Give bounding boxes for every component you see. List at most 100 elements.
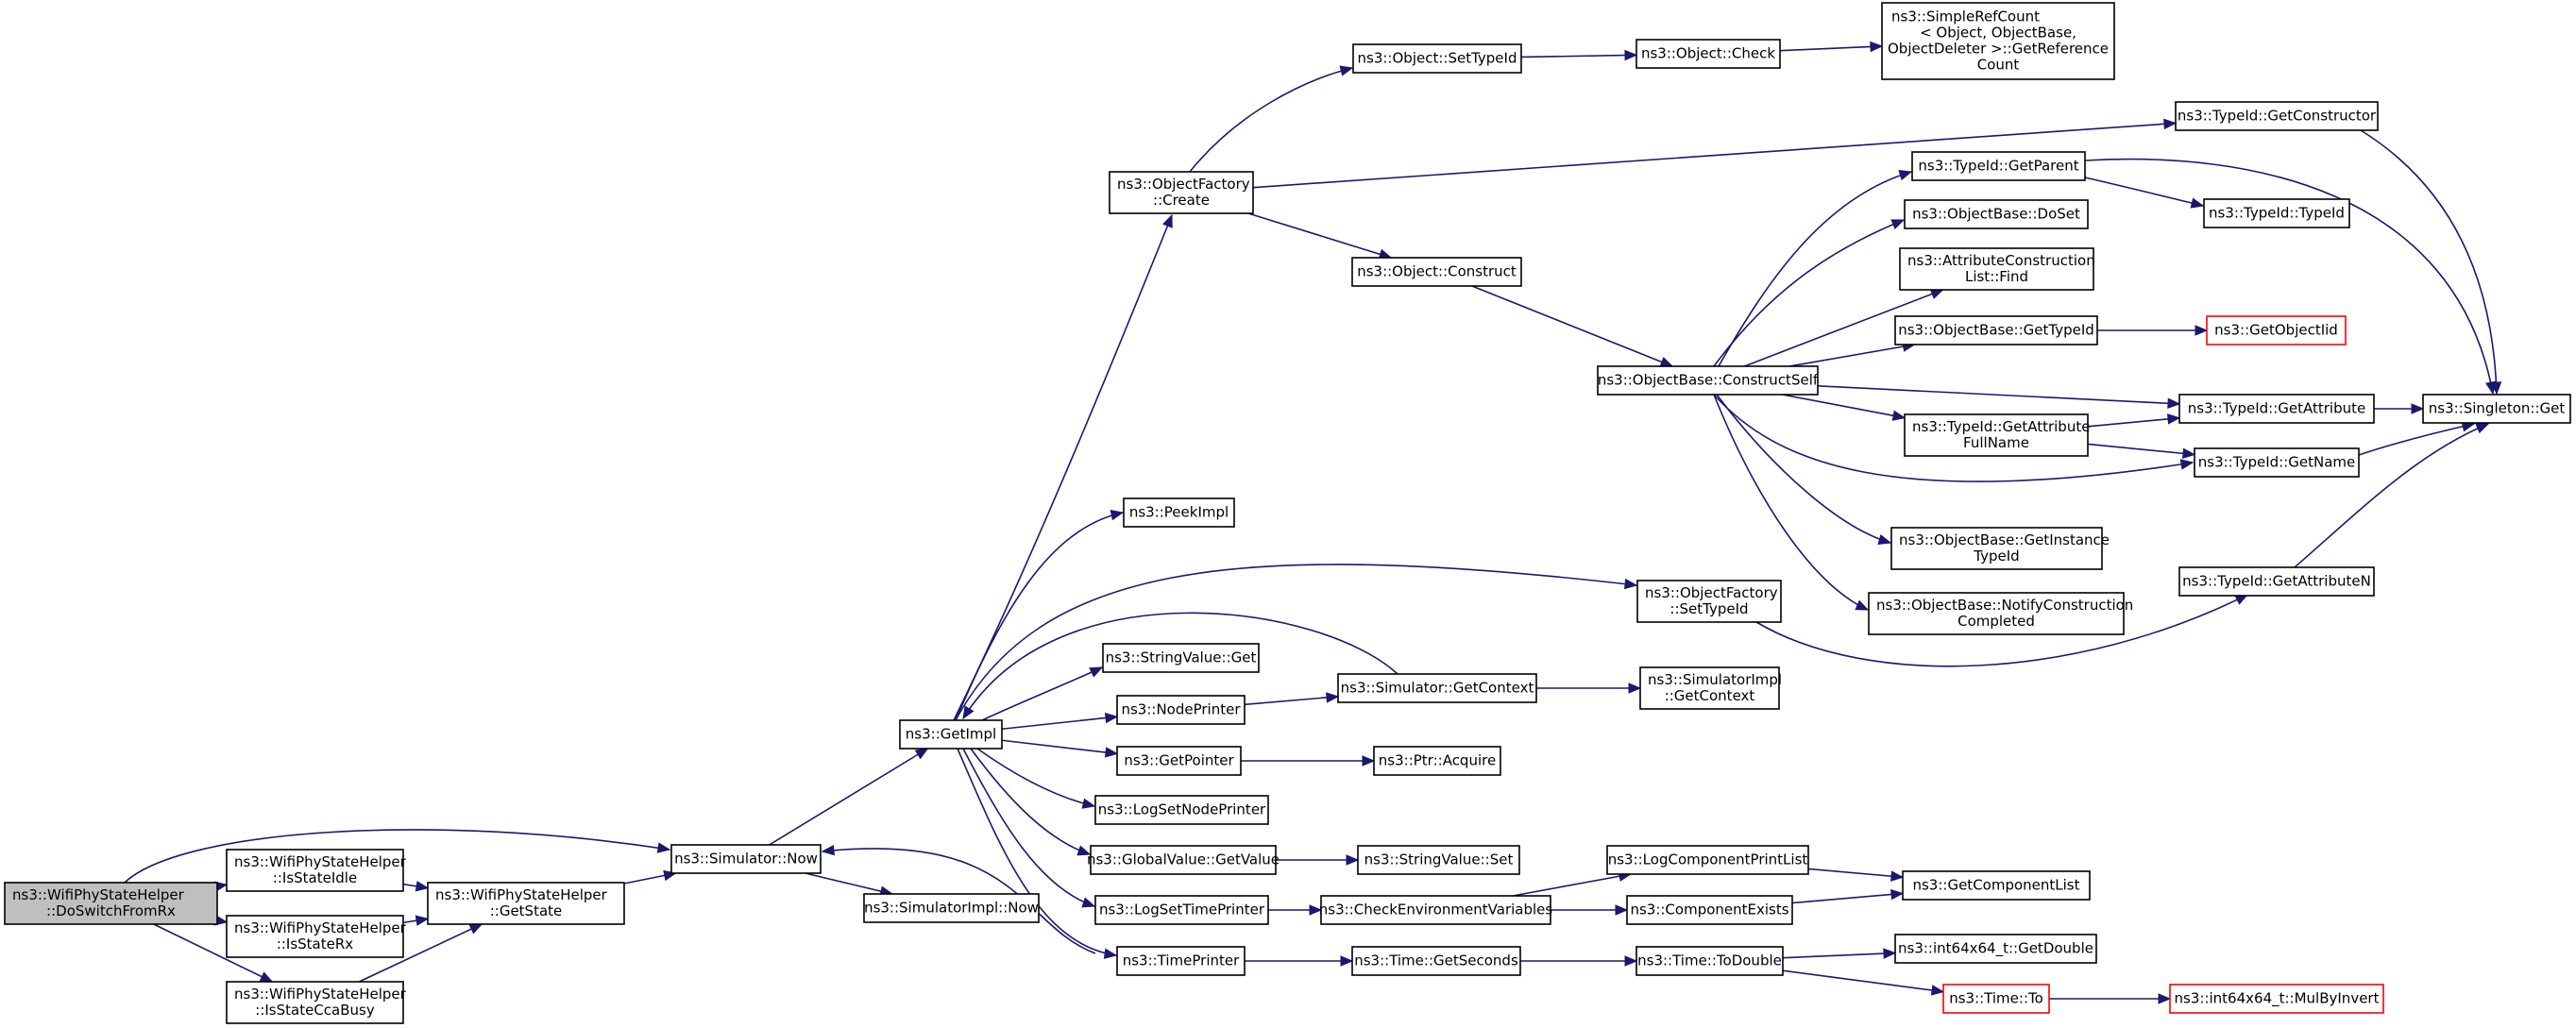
node-peekimpl[interactable]: ns3::PeekImpl: [1123, 497, 1235, 528]
node-logsetnode[interactable]: ns3::LogSetNodePrinter: [1094, 795, 1269, 825]
node-gvgetvalue[interactable]: ns3::GlobalValue::GetValue: [1087, 845, 1280, 875]
node-box[interactable]: [670, 844, 822, 874]
node-tidgetname[interactable]: ns3::TypeId::GetName: [2194, 447, 2360, 478]
node-tidgetattr[interactable]: ns3::TypeId::GetAttribute: [2178, 394, 2375, 424]
node-box[interactable]: [1351, 946, 1521, 976]
node-isstateidle[interactable]: ns3::WifiPhyStateHelper::IsStateIdle: [226, 849, 407, 892]
node-box[interactable]: [1894, 934, 2097, 964]
node-box[interactable]: [2194, 447, 2360, 478]
node-box[interactable]: [1942, 984, 2050, 1014]
node-simgetcontext[interactable]: ns3::Simulator::GetContext: [1337, 673, 1537, 703]
node-box[interactable]: [226, 915, 404, 958]
node-box[interactable]: [1094, 895, 1269, 925]
node-box[interactable]: [1116, 746, 1242, 776]
node-box[interactable]: [1881, 2, 2115, 80]
node-tidgetparent[interactable]: ns3::TypeId::GetParent: [1911, 151, 2086, 181]
node-box[interactable]: [1636, 580, 1782, 623]
node-getpointer[interactable]: ns3::GetPointer: [1116, 746, 1242, 776]
node-box[interactable]: [1894, 315, 2098, 345]
node-compexists[interactable]: ns3::ComponentExists: [1626, 895, 1793, 925]
node-box[interactable]: [1116, 695, 1246, 725]
node-box[interactable]: [2178, 566, 2375, 597]
node-doswitch[interactable]: ns3::WifiPhyStateHelper::DoSwitchFromRx: [4, 882, 218, 925]
node-strvalget[interactable]: ns3::StringValue::Get: [1102, 643, 1260, 673]
node-obconstructself[interactable]: ns3::ObjectBase::ConstructSelf: [1597, 365, 1819, 396]
node-box[interactable]: [1320, 895, 1551, 925]
node-box[interactable]: [1116, 946, 1246, 976]
node-refcount[interactable]: ns3::SimpleRefCount< Object, ObjectBase,…: [1881, 2, 2115, 80]
node-timetodouble[interactable]: ns3::Time::ToDouble: [1635, 946, 1784, 976]
node-box[interactable]: [1639, 666, 1780, 710]
node-box[interactable]: [1373, 746, 1501, 776]
node-box[interactable]: [2169, 984, 2384, 1014]
node-getcomplist[interactable]: ns3::GetComponentList: [1902, 870, 2091, 901]
node-box[interactable]: [1123, 497, 1235, 528]
node-objsettypeid[interactable]: ns3::Object::SetTypeId: [1352, 43, 1522, 74]
node-box[interactable]: [1352, 43, 1522, 74]
node-timegetseconds[interactable]: ns3::Time::GetSeconds: [1351, 946, 1521, 976]
node-box[interactable]: [1902, 870, 2091, 901]
node-box[interactable]: [1090, 845, 1277, 875]
node-simimplgetcontext[interactable]: ns3::SimulatorImpl::GetContext: [1639, 666, 1782, 710]
node-box[interactable]: [899, 719, 1003, 750]
node-box[interactable]: [427, 882, 625, 925]
node-objconstruct[interactable]: ns3::Object::Construct: [1351, 257, 1522, 287]
node-obgettypeid[interactable]: ns3::ObjectBase::GetTypeId: [1894, 315, 2098, 345]
node-tidgetattrn[interactable]: ns3::TypeId::GetAttributeN: [2178, 566, 2375, 597]
node-ptracquire[interactable]: ns3::Ptr::Acquire: [1373, 746, 1501, 776]
node-box[interactable]: [2206, 315, 2347, 345]
node-timeto[interactable]: ns3::Time::To: [1942, 984, 2050, 1014]
node-objcheck[interactable]: ns3::Object::Check: [1635, 39, 1781, 69]
node-tidtypeid[interactable]: ns3::TypeId::TypeId: [2203, 198, 2350, 228]
node-box[interactable]: [1904, 413, 2089, 457]
node-box[interactable]: [1357, 845, 1520, 875]
node-i64mulbyinvert[interactable]: ns3::int64x64_t::MulByInvert: [2169, 984, 2384, 1014]
node-box[interactable]: [1904, 199, 2089, 229]
node-box[interactable]: [226, 981, 404, 1024]
node-box[interactable]: [1597, 365, 1819, 396]
node-getstate[interactable]: ns3::WifiPhyStateHelper::GetState: [427, 882, 625, 925]
node-box[interactable]: [1337, 673, 1537, 703]
node-box[interactable]: [1606, 845, 1809, 875]
node-box[interactable]: [1911, 151, 2086, 181]
node-tidgetconstructor[interactable]: ns3::TypeId::GetConstructor: [2175, 101, 2379, 131]
node-obdoset[interactable]: ns3::ObjectBase::DoSet: [1904, 199, 2089, 229]
node-box[interactable]: [4, 882, 218, 925]
node-i64getdouble[interactable]: ns3::int64x64_t::GetDouble: [1894, 934, 2097, 964]
node-box[interactable]: [1899, 247, 2094, 291]
node-getobjectiid[interactable]: ns3::GetObjectIid: [2206, 315, 2347, 345]
node-box[interactable]: [1102, 643, 1260, 673]
node-checkenv[interactable]: ns3::CheckEnvironmentVariables: [1319, 895, 1553, 925]
node-logcompprint[interactable]: ns3::LogComponentPrintList: [1606, 845, 1809, 875]
node-ofcreate[interactable]: ns3::ObjectFactory::Create: [1109, 171, 1254, 214]
node-simimplnow[interactable]: ns3::SimulatorImpl::Now: [863, 893, 1040, 923]
node-box[interactable]: [1094, 795, 1269, 825]
node-timeprinter[interactable]: ns3::TimePrinter: [1116, 946, 1246, 976]
node-box[interactable]: [2203, 198, 2350, 228]
node-box[interactable]: [1635, 946, 1784, 976]
node-logsettime[interactable]: ns3::LogSetTimePrinter: [1094, 895, 1269, 925]
node-box[interactable]: [1109, 171, 1254, 214]
node-box[interactable]: [2422, 394, 2571, 424]
node-box[interactable]: [2175, 101, 2379, 131]
node-simnow[interactable]: ns3::Simulator::Now: [670, 844, 822, 874]
node-getimpl[interactable]: ns3::GetImpl: [899, 719, 1003, 750]
node-isstaterx[interactable]: ns3::WifiPhyStateHelper::IsStateRx: [226, 915, 407, 958]
node-singletonget[interactable]: ns3::Singleton::Get: [2422, 394, 2571, 424]
node-box[interactable]: [1351, 257, 1522, 287]
node-box[interactable]: [1626, 895, 1793, 925]
node-nodeprinter[interactable]: ns3::NodePrinter: [1116, 695, 1246, 725]
node-box[interactable]: [1868, 592, 2125, 635]
node-box[interactable]: [226, 849, 404, 892]
node-box[interactable]: [1635, 39, 1781, 69]
node-box[interactable]: [863, 893, 1040, 923]
node-box[interactable]: [2178, 394, 2375, 424]
node-ofsettypeid[interactable]: ns3::ObjectFactory::SetTypeId: [1636, 580, 1782, 623]
node-box[interactable]: [1890, 527, 2103, 570]
node-isstatecca[interactable]: ns3::WifiPhyStateHelper::IsStateCcaBusy: [226, 981, 407, 1024]
node-obnotify[interactable]: ns3::ObjectBase::NotifyConstructionCompl…: [1868, 592, 2133, 635]
node-strvalset[interactable]: ns3::StringValue::Set: [1357, 845, 1520, 875]
